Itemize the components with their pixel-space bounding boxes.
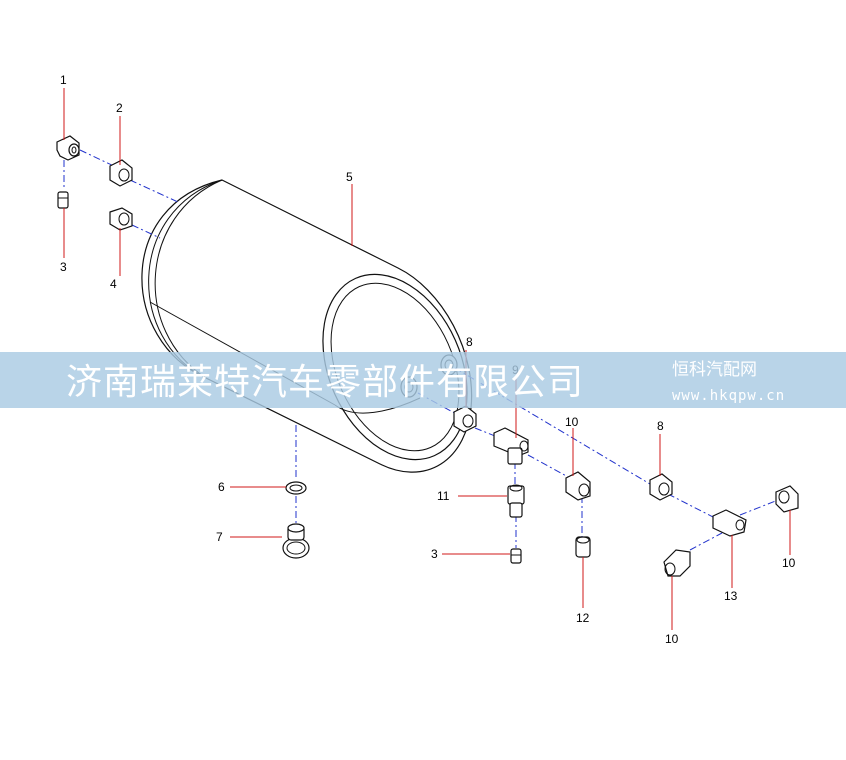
part-3-nut-upper xyxy=(57,191,69,209)
callout-1: 1 xyxy=(60,73,67,87)
part-1-elbow-fitting xyxy=(56,135,80,161)
air-tank xyxy=(141,179,473,473)
watermark-url: www.hkqpw.cn xyxy=(672,388,785,404)
watermark-banner: 济南瑞莱特汽车零部件有限公司 恒科汽配网 www.hkqpw.cn xyxy=(0,352,846,408)
callout-10-right: 10 xyxy=(782,556,796,570)
callout-12: 12 xyxy=(576,611,590,625)
part-4-plug xyxy=(109,207,133,231)
callout-6: 6 xyxy=(218,480,225,494)
callout-5: 5 xyxy=(346,170,353,184)
part-3-nut-lower xyxy=(510,548,522,564)
part-2-union xyxy=(109,159,133,187)
part-11-connector xyxy=(507,484,525,518)
part-13-tee-fitting xyxy=(712,509,747,537)
part-8-union-left xyxy=(453,405,477,433)
part-10-elbow-right xyxy=(775,485,799,513)
callout-2: 2 xyxy=(116,101,123,115)
callout-11: 11 xyxy=(437,489,450,503)
part-10-elbow-middle xyxy=(565,471,591,501)
part-8-union-right xyxy=(649,473,673,501)
callout-10-middle: 10 xyxy=(565,415,579,429)
part-6-sealing-ring xyxy=(285,481,307,495)
callout-13: 13 xyxy=(724,589,738,603)
callout-3-upper: 3 xyxy=(60,260,67,274)
callout-10-lower: 10 xyxy=(665,632,679,646)
part-7-drain-valve xyxy=(282,523,310,559)
part-12-nut xyxy=(575,536,591,558)
watermark-company-name: 济南瑞莱特汽车零部件有限公司 xyxy=(66,362,584,403)
callout-8-right: 8 xyxy=(657,419,664,433)
callout-4: 4 xyxy=(110,277,117,291)
callout-3-lower: 3 xyxy=(431,547,438,561)
watermark-brand: 恒科汽配网 xyxy=(672,360,757,380)
callout-8-left: 8 xyxy=(466,335,473,349)
part-9-tee-fitting xyxy=(493,427,529,465)
part-10-elbow-lower xyxy=(663,549,691,577)
callout-7: 7 xyxy=(216,530,223,544)
